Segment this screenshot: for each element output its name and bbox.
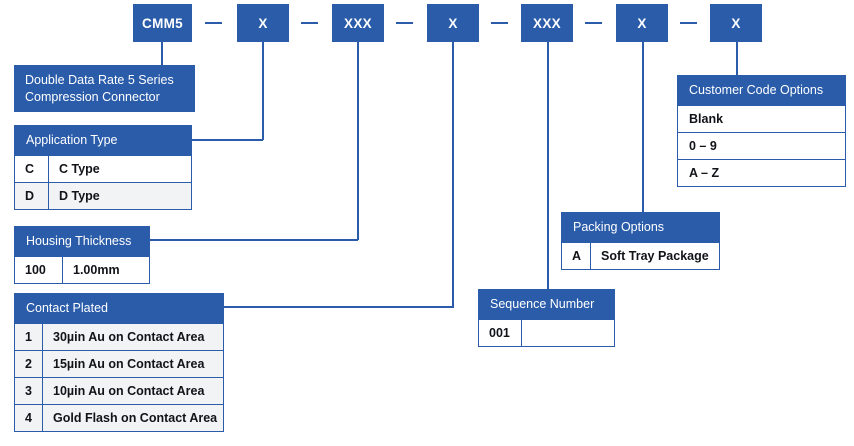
housing-thickness-title: Housing Thickness [14, 226, 150, 257]
table-row: 100 1.00mm [14, 256, 150, 284]
contact-plated-code-2: 3 [15, 377, 43, 404]
code-segment-sequence-number: XXX [521, 4, 573, 42]
table-row: 001 [478, 319, 615, 347]
contact-plated-code-1: 2 [15, 350, 43, 377]
connector-housing-thickness-horizontal [150, 239, 358, 241]
connector-series [161, 42, 163, 66]
application-type-title: Application Type [14, 125, 192, 156]
separator-dash-6 [680, 22, 697, 24]
connector-sequence-number [547, 42, 549, 289]
contact-plated-desc-3: Gold Flash on Contact Area [53, 410, 218, 425]
application-type-table: Application Type C C Type D D Type [14, 125, 192, 210]
series-description-line1: Double Data Rate 5 Series [25, 73, 174, 87]
connector-contact-plated-horizontal [224, 306, 453, 308]
table-row: 4 Gold Flash on Contact Area [14, 404, 224, 432]
table-row: 2 15µin Au on Contact Area [14, 350, 224, 378]
customer-code-options-table: Customer Code Options Blank 0 – 9 A – Z [677, 75, 846, 187]
housing-thickness-desc-0: 1.00mm [73, 262, 120, 277]
table-row: 0 – 9 [677, 132, 846, 160]
separator-dash-2 [301, 22, 318, 24]
connector-packing-options [642, 42, 644, 212]
connector-application-type-vertical [262, 42, 264, 140]
separator-dash-5 [585, 22, 602, 24]
connector-customer-code-options [736, 42, 738, 75]
code-segment-customer-code: X [710, 4, 762, 42]
sequence-number-code-0: 001 [479, 319, 522, 346]
contact-plated-code-3: 4 [15, 404, 43, 431]
connector-application-type-horizontal [192, 139, 263, 141]
separator-dash-4 [491, 22, 508, 24]
code-segment-packing-options: X [616, 4, 668, 42]
connector-contact-plated-vertical [452, 42, 454, 308]
contact-plated-title: Contact Plated [14, 293, 224, 324]
connector-housing-thickness-vertical [357, 42, 359, 240]
packing-options-desc-0: Soft Tray Package [601, 248, 709, 263]
table-row: D D Type [14, 182, 192, 210]
table-row: Blank [677, 105, 846, 133]
contact-plated-desc-1: 15µin Au on Contact Area [53, 356, 205, 371]
customer-code-options-title: Customer Code Options [677, 75, 846, 106]
sequence-number-title: Sequence Number [478, 289, 615, 320]
application-type-desc-1: D Type [59, 188, 100, 203]
code-segment-contact-plated: X [427, 4, 479, 42]
table-row: 1 30µin Au on Contact Area [14, 323, 224, 351]
contact-plated-table: Contact Plated 1 30µin Au on Contact Are… [14, 293, 224, 432]
code-segment-housing-thickness: XXX [332, 4, 384, 42]
table-row: A – Z [677, 159, 846, 187]
packing-options-code-0: A [562, 242, 591, 269]
packing-options-table: Packing Options A Soft Tray Package [561, 212, 720, 270]
application-type-code-1: D [15, 182, 49, 209]
sequence-number-desc-0 [522, 320, 614, 346]
packing-options-title: Packing Options [561, 212, 720, 243]
series-description-line2: Compression Connector [25, 90, 160, 104]
table-row: C C Type [14, 155, 192, 183]
sequence-number-table: Sequence Number 001 [478, 289, 615, 347]
code-segment-application-type: X [237, 4, 289, 42]
application-type-code-0: C [15, 155, 49, 182]
housing-thickness-table: Housing Thickness 100 1.00mm [14, 226, 150, 284]
housing-thickness-code-0: 100 [15, 256, 63, 283]
application-type-desc-0: C Type [59, 161, 100, 176]
table-row: A Soft Tray Package [561, 242, 720, 270]
contact-plated-desc-0: 30µin Au on Contact Area [53, 329, 205, 344]
code-segment-series: CMM5 [133, 4, 192, 42]
customer-code-options-desc-2: A – Z [689, 165, 720, 180]
customer-code-options-desc-0: Blank [689, 111, 724, 126]
separator-dash-1 [205, 22, 222, 24]
separator-dash-3 [396, 22, 413, 24]
contact-plated-code-0: 1 [15, 323, 43, 350]
table-row: 3 10µin Au on Contact Area [14, 377, 224, 405]
contact-plated-desc-2: 10µin Au on Contact Area [53, 383, 205, 398]
customer-code-options-desc-1: 0 – 9 [689, 138, 717, 153]
series-description-block: Double Data Rate 5 Series Compression Co… [14, 65, 195, 112]
